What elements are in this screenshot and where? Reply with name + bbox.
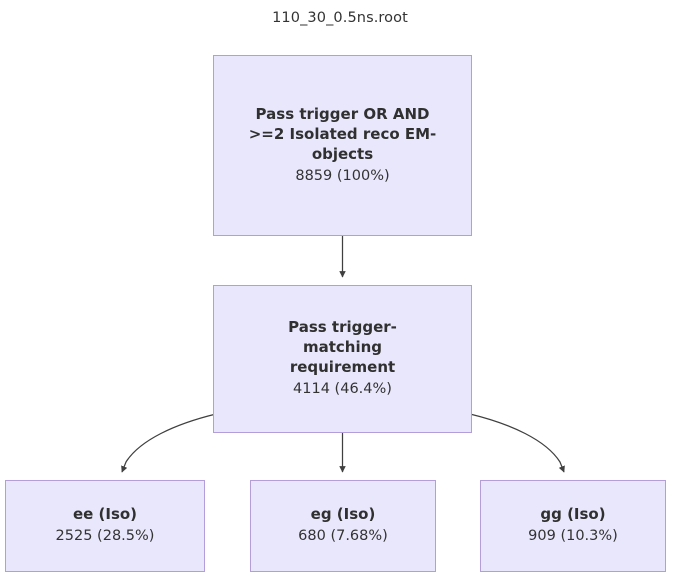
node-count: 909 (10.3%) xyxy=(528,528,618,545)
node-count: 2525 (28.5%) xyxy=(55,528,155,545)
node-pass-trigger-matching[interactable]: Pass trigger-matching requirement 4114 (… xyxy=(213,285,472,433)
node-label: gg (Iso) xyxy=(540,505,606,524)
node-label: Pass trigger OR AND >=2 Isolated reco EM… xyxy=(248,104,437,163)
node-eg-iso[interactable]: eg (Iso) 680 (7.68%) xyxy=(250,480,436,572)
node-pass-trigger-or[interactable]: Pass trigger OR AND >=2 Isolated reco EM… xyxy=(213,55,472,236)
page-title: 110_30_0.5ns.root xyxy=(272,10,408,26)
edge-match-to-ee xyxy=(121,413,217,473)
node-count: 8859 (100%) xyxy=(295,167,390,184)
node-label: eg (Iso) xyxy=(310,505,376,524)
edge-match-to-gg xyxy=(469,413,565,473)
node-gg-iso[interactable]: gg (Iso) 909 (10.3%) xyxy=(480,480,666,572)
node-ee-iso[interactable]: ee (Iso) 2525 (28.5%) xyxy=(5,480,205,572)
node-count: 680 (7.68%) xyxy=(298,528,388,545)
node-label: ee (Iso) xyxy=(72,505,138,524)
node-label: Pass trigger-matching requirement xyxy=(288,318,397,377)
node-count: 4114 (46.4%) xyxy=(293,381,392,398)
